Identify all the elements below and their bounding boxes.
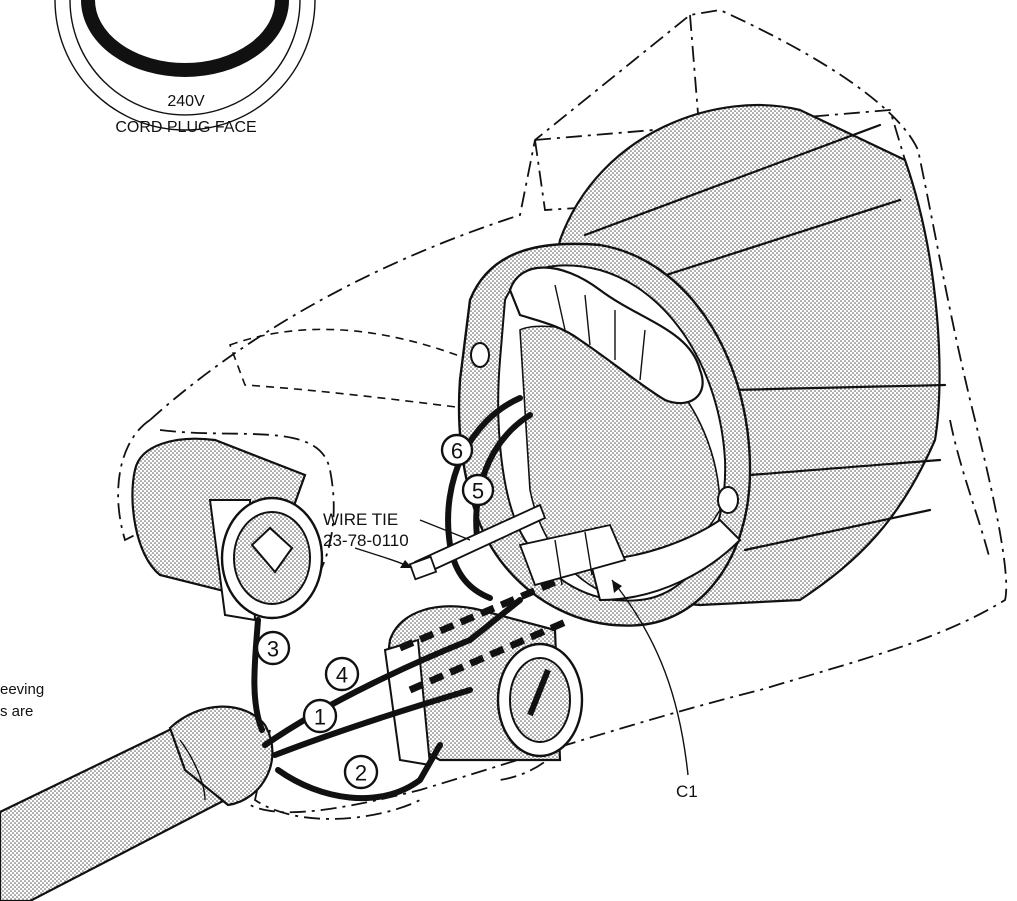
svg-text:3: 3 bbox=[267, 637, 279, 662]
side-note-line-2: s are bbox=[0, 703, 33, 720]
capacitor-label: C1 bbox=[676, 782, 698, 801]
svg-text:6: 6 bbox=[451, 439, 463, 464]
wire-tie bbox=[408, 503, 547, 581]
wire-number-3: 3 bbox=[255, 630, 291, 666]
cord-plug-face: 240V CORD PLUG FACE bbox=[54, 0, 316, 136]
wire-5 bbox=[473, 412, 533, 548]
svg-text:2: 2 bbox=[355, 761, 367, 786]
wire-tie-part-number: 23-78-0110 bbox=[323, 531, 409, 550]
c1-leader bbox=[611, 579, 689, 776]
svg-text:4: 4 bbox=[336, 663, 348, 688]
wire-number-4: 4 bbox=[324, 656, 360, 692]
wiring-harness bbox=[251, 395, 572, 802]
wire-1 bbox=[272, 687, 473, 758]
capacitor-c1 bbox=[518, 523, 627, 587]
side-note-line-1: eeving bbox=[0, 681, 44, 698]
power-cord bbox=[0, 705, 274, 901]
wire-3 bbox=[251, 617, 265, 733]
left-terminal-block bbox=[131, 437, 324, 622]
wire-6 bbox=[445, 395, 523, 601]
plug-voltage-label: 240V bbox=[167, 93, 205, 110]
wire-number-1: 1 bbox=[302, 698, 338, 734]
wire-number-2: 2 bbox=[343, 754, 379, 790]
svg-text:1: 1 bbox=[314, 705, 326, 730]
wire-number-6: 6 bbox=[440, 433, 474, 467]
wire-number-5: 5 bbox=[461, 473, 495, 507]
wire-4 bbox=[262, 597, 523, 748]
svg-text:5: 5 bbox=[472, 479, 484, 504]
wire-tie-label: WIRE TIE bbox=[323, 510, 398, 529]
stator-assembly bbox=[457, 103, 947, 627]
wire-2 bbox=[275, 742, 443, 802]
wire-tie-leader bbox=[419, 519, 471, 541]
plug-face-caption: CORD PLUG FACE bbox=[115, 119, 256, 136]
